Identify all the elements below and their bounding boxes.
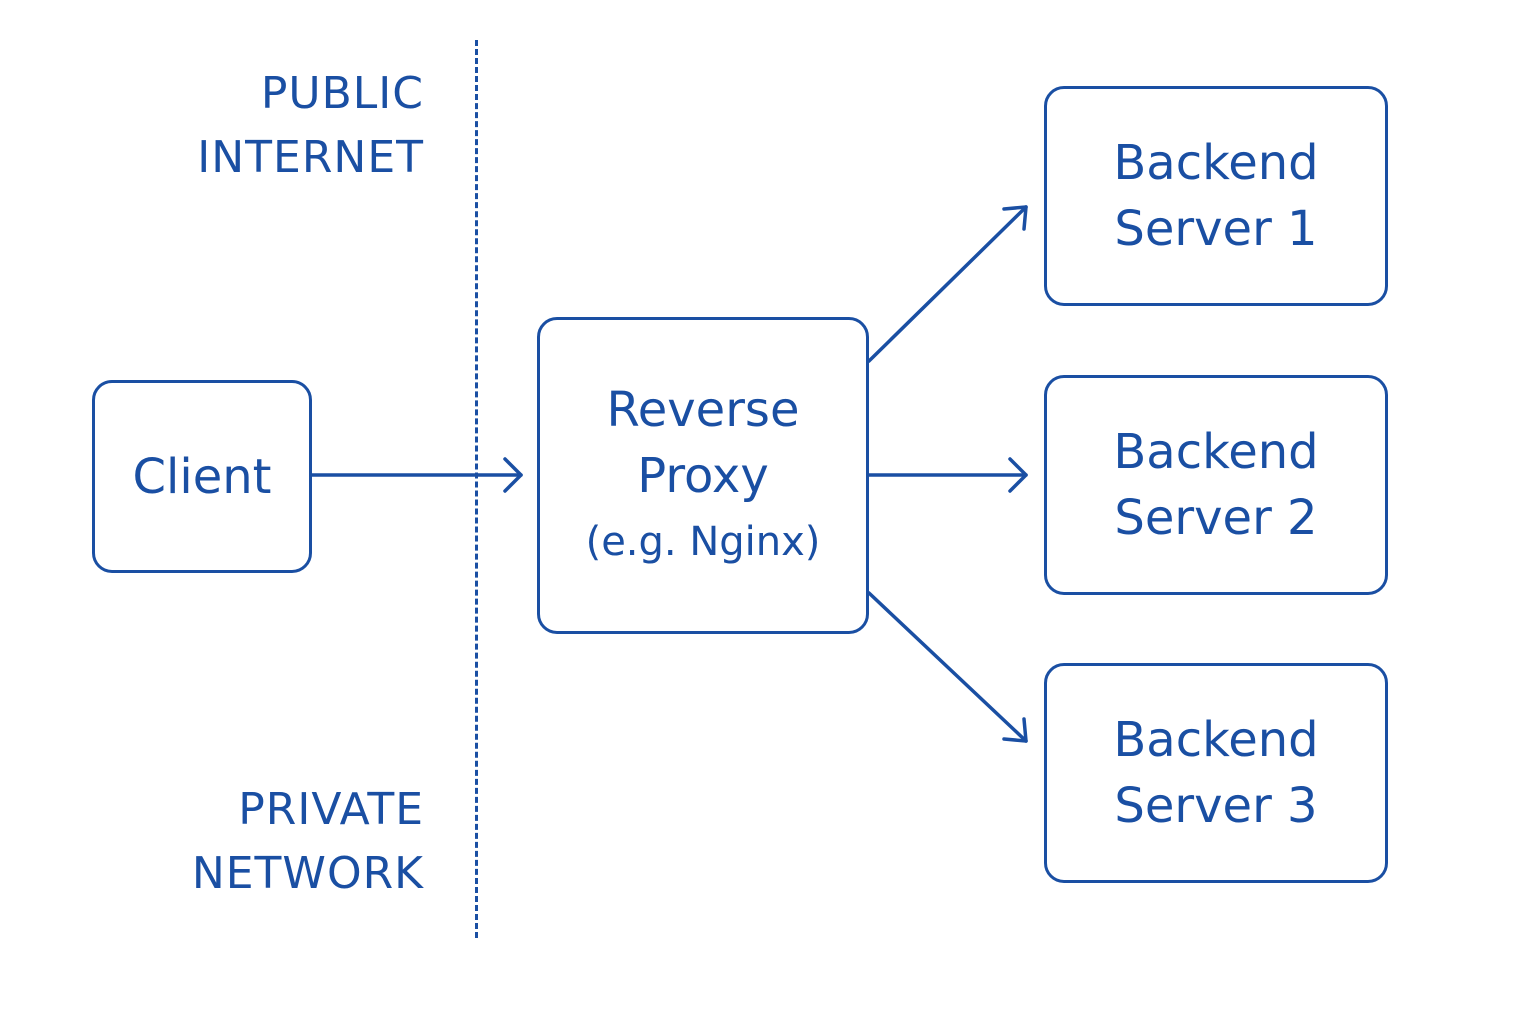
proxy-label-line-2: Proxy — [637, 447, 769, 504]
proxy-label-line-3: (e.g. Nginx) — [585, 518, 821, 565]
server-2-label-line-1: Backend — [1113, 424, 1319, 480]
reverse-proxy-node: Reverse Proxy (e.g. Nginx) — [537, 317, 869, 634]
client-label: Client — [132, 448, 272, 505]
private-label-line-1: PRIVATE — [238, 784, 424, 835]
client-node: Client — [92, 380, 312, 573]
proxy-label-line-1: Reverse — [606, 381, 800, 438]
arrow-proxy-to-server-2 — [867, 457, 1028, 493]
private-label-line-2: NETWORK — [191, 848, 424, 899]
public-internet-label: PUBLIC INTERNET — [197, 62, 424, 190]
backend-server-1-node: Backend Server 1 — [1044, 86, 1388, 306]
server-2-label-line-2: Server 2 — [1114, 490, 1318, 546]
public-label-line-2: INTERNET — [197, 132, 424, 183]
arrow-proxy-to-server-1 — [867, 205, 1028, 363]
server-1-label-line-1: Backend — [1113, 135, 1319, 191]
server-3-label-line-2: Server 3 — [1114, 778, 1318, 834]
public-label-line-1: PUBLIC — [260, 68, 424, 119]
network-boundary-divider — [475, 40, 478, 938]
server-3-label-line-1: Backend — [1113, 712, 1319, 768]
arrow-proxy-to-server-3 — [867, 591, 1028, 743]
server-1-label-line-2: Server 1 — [1114, 201, 1318, 257]
backend-server-2-node: Backend Server 2 — [1044, 375, 1388, 595]
arrow-client-to-proxy — [310, 457, 523, 493]
private-network-label: PRIVATE NETWORK — [192, 778, 424, 906]
backend-server-3-node: Backend Server 3 — [1044, 663, 1388, 883]
